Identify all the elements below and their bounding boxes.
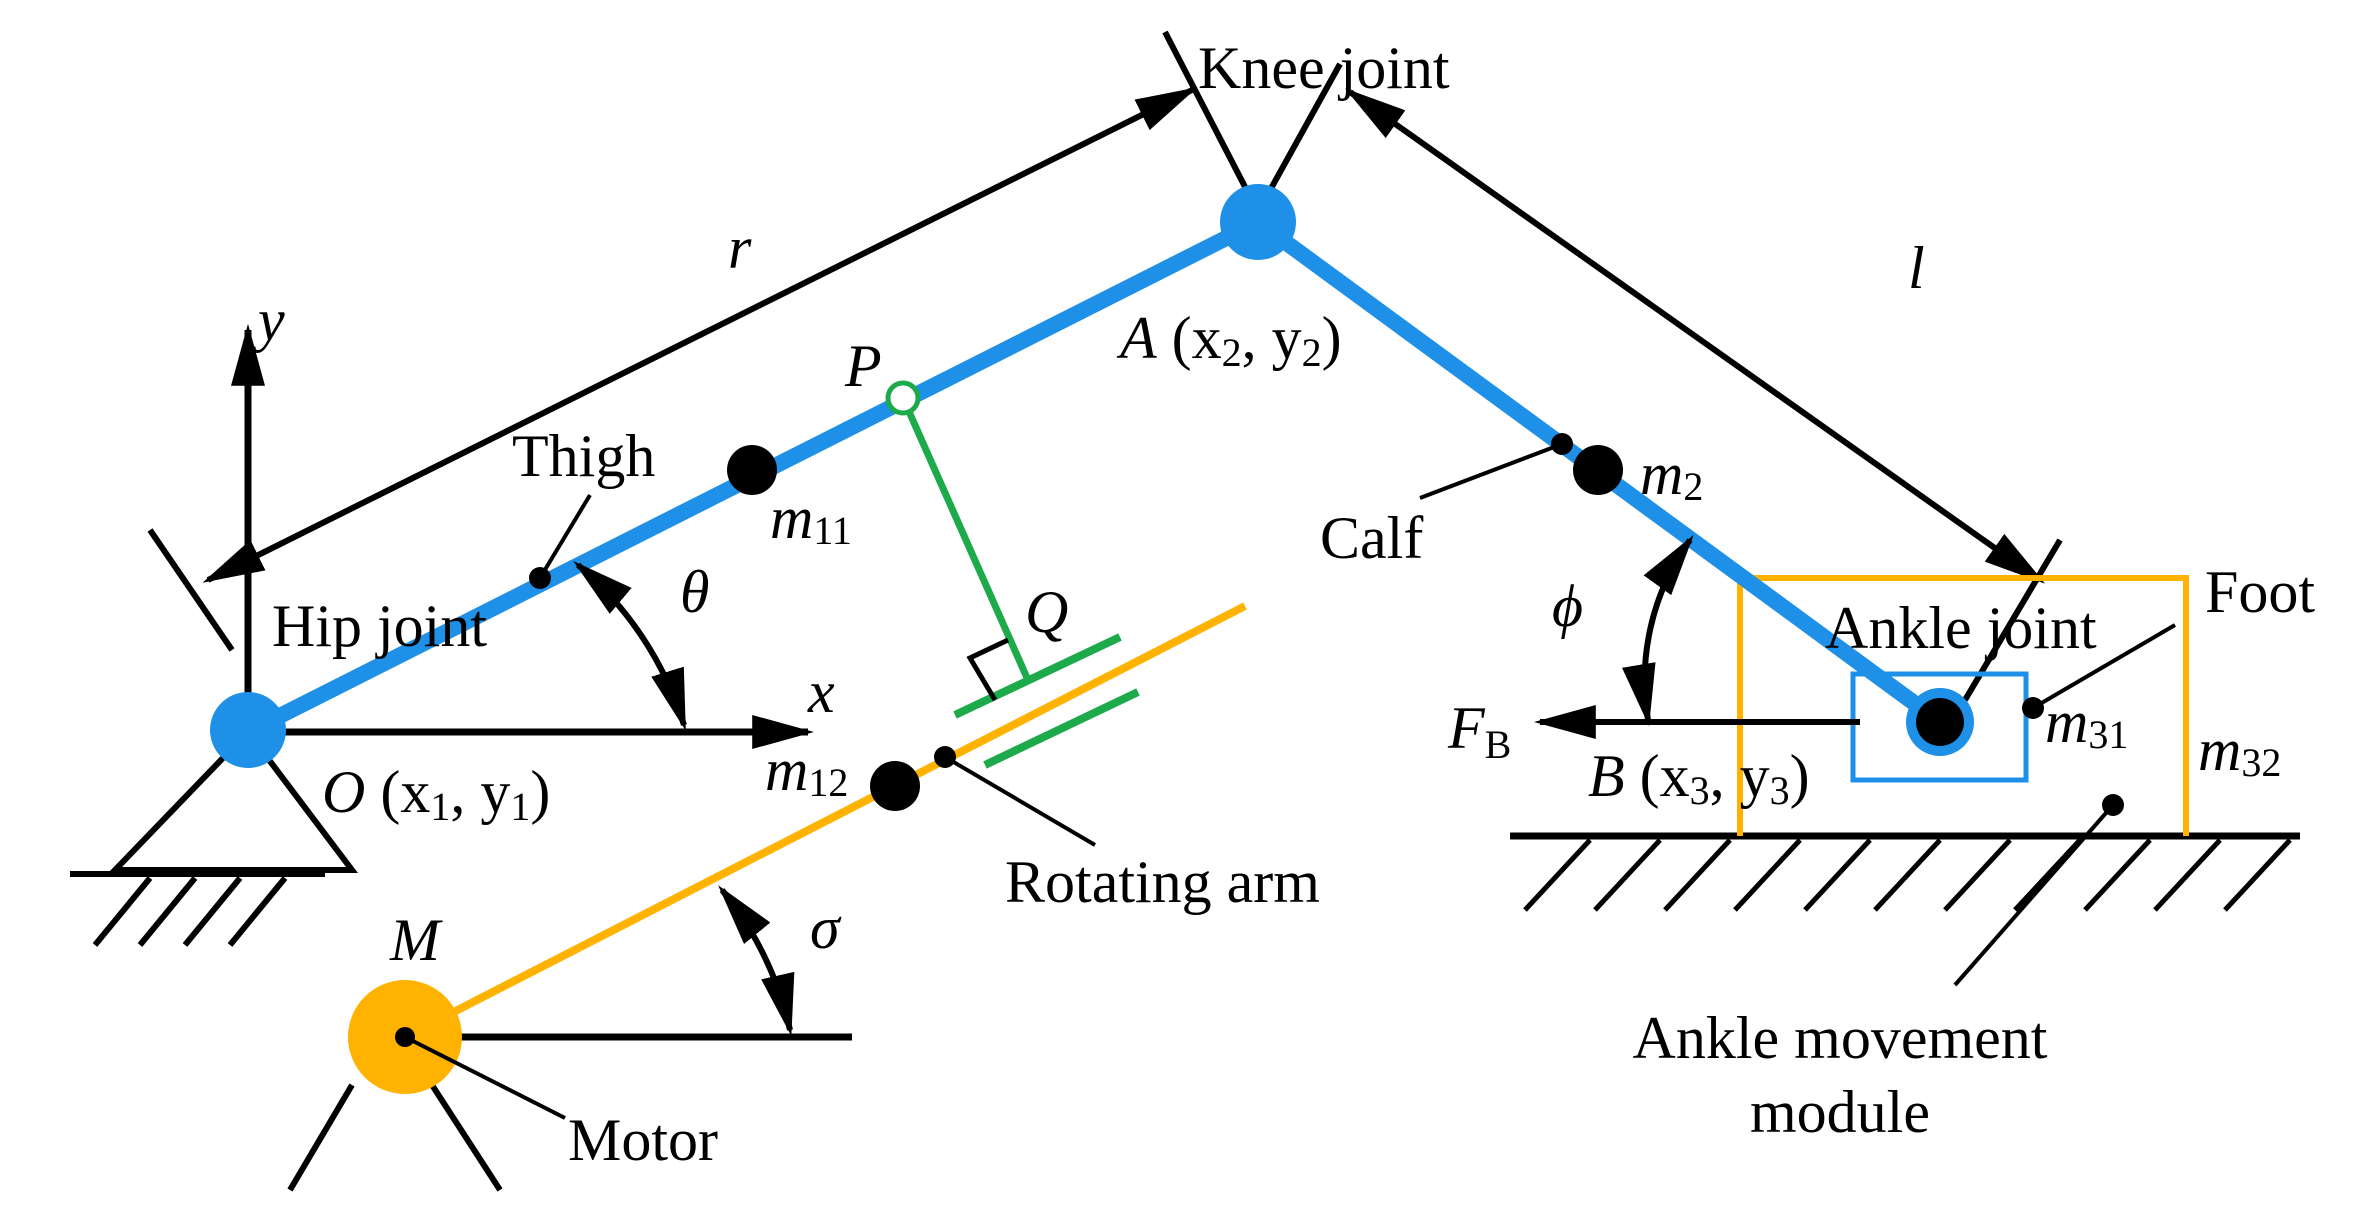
mass-m2-label: m2 (1640, 441, 1703, 509)
symbol-theta: θ (680, 559, 709, 625)
ankle-ground (1510, 832, 2300, 912)
mass-m11-point (727, 445, 777, 495)
label-ankle-joint: Ankle joint (1825, 595, 2097, 661)
slider-linkage (899, 396, 1140, 769)
mass-m12-label: m12 (765, 737, 848, 805)
slider-guide-lower (983, 688, 1140, 769)
symbol-y: y (252, 287, 285, 353)
slider-guide-upper (953, 633, 1122, 719)
ankle-module-box (1850, 671, 2029, 783)
hip-ground-support (70, 727, 359, 947)
label-motor: Motor (568, 1107, 718, 1173)
theta-arc (573, 561, 687, 731)
coordinate-axes (231, 323, 815, 749)
mass-m2-point (1573, 445, 1623, 495)
rotating-arm (403, 602, 1247, 1041)
foot-frame (1737, 575, 2189, 836)
symbol-M: M (389, 907, 443, 973)
point-B-label: B (x3, y3) (1588, 743, 1810, 813)
knee-joint-point (1220, 184, 1296, 260)
symbol-sigma: σ (810, 895, 842, 961)
text-labels: Knee joint Thigh Hip joint Calf Foot Ank… (252, 35, 2315, 1173)
mass-m31-label: m31 (2045, 689, 2128, 757)
symbol-phi: ϕ (1552, 573, 1583, 639)
leader-lines (404, 433, 2177, 1120)
angle-arcs (573, 534, 1694, 1037)
symbol-x: x (807, 659, 835, 725)
label-rotating-arm: Rotating arm (1005, 849, 1320, 915)
symbol-Q: Q (1025, 579, 1068, 645)
dimension-r (147, 87, 1198, 652)
label-hip-joint: Hip joint (272, 593, 487, 659)
mass-points (727, 445, 1623, 811)
label-thigh: Thigh (512, 423, 655, 489)
symbol-r: r (728, 215, 752, 281)
mass-m12-point (870, 761, 920, 811)
symbol-l: l (1908, 235, 1925, 301)
point-A-label: A (x2, y2) (1116, 305, 1342, 375)
label-foot: Foot (2205, 559, 2315, 625)
label-knee-joint: Knee joint (1198, 35, 1450, 101)
sigma-arc (718, 885, 795, 1037)
point-O-label: O (x1, y1) (322, 759, 550, 829)
mass-m32-label: m32 (2198, 717, 2281, 785)
hip-joint-point (210, 692, 286, 768)
right-angle-mark (966, 637, 1010, 702)
label-ankle-module-line2: module (1750, 1079, 1930, 1145)
symbol-P: P (844, 333, 882, 399)
mass-m11-label: m11 (770, 485, 852, 553)
link-PQ (899, 396, 1032, 682)
label-calf: Calf (1320, 505, 1423, 571)
point-P (885, 380, 921, 416)
label-ankle-module-line1: Ankle movement (1633, 1005, 2048, 1071)
ankle-joint-point (1916, 698, 1964, 746)
phi-arc (1622, 534, 1694, 727)
force-FB-label: FB (1447, 695, 1511, 767)
